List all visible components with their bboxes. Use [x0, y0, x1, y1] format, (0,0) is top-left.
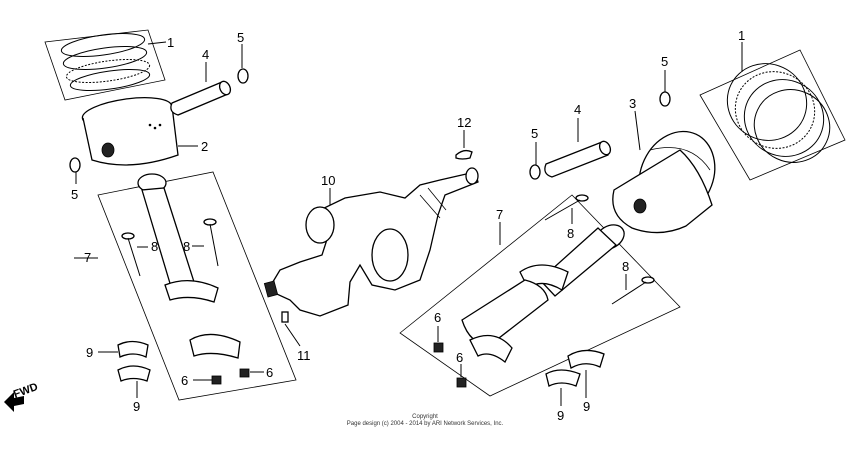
- callout-rod-right: 7: [496, 207, 503, 222]
- callout-crankshaft: 10: [321, 173, 335, 188]
- rod-nut-left-a[interactable]: [211, 375, 222, 385]
- callout-rod-left: 7: [84, 250, 91, 265]
- crankshaft[interactable]: [263, 167, 479, 317]
- piston-right[interactable]: [612, 119, 729, 234]
- rod-nut-right-a[interactable]: [433, 342, 444, 353]
- callout-bolt-left-b: 8: [183, 239, 190, 254]
- clip-right-top[interactable]: [659, 91, 671, 107]
- piston-left[interactable]: [81, 93, 179, 166]
- bearing-right-a[interactable]: [545, 369, 581, 387]
- rod-bolt-right-a[interactable]: [544, 194, 589, 221]
- callout-bolt-right-a: 8: [567, 226, 574, 241]
- callout-clip-right-mid: 5: [531, 126, 538, 141]
- rod-assembly-right-box: [399, 194, 681, 397]
- callout-piston-left: 2: [201, 139, 208, 154]
- rod-bolt-right-b[interactable]: [611, 276, 655, 305]
- fwd-arrow-icon: [4, 392, 24, 412]
- callout-nut-right-b: 6: [456, 350, 463, 365]
- piston-rings-left[interactable]: [44, 29, 166, 101]
- rod-bolt-left-b[interactable]: [203, 218, 219, 267]
- connecting-rod-right[interactable]: [461, 220, 628, 364]
- copyright-label: Copyright: [412, 414, 438, 420]
- callout-bearing-left-b: 9: [133, 399, 140, 414]
- bearing-right-b[interactable]: [567, 349, 605, 369]
- callout-pin-small: 11: [297, 348, 311, 363]
- bearing-left-b[interactable]: [117, 365, 151, 382]
- callout-rings-left: 1: [167, 35, 174, 50]
- rod-nut-right-b[interactable]: [456, 377, 467, 388]
- callout-bolt-left-a: 8: [151, 239, 158, 254]
- rod-bolt-left-a[interactable]: [121, 232, 141, 277]
- callout-clip-right-top: 5: [661, 54, 668, 69]
- piston-pin-right[interactable]: [544, 140, 613, 178]
- callout-bearing-right-a: 9: [557, 408, 564, 423]
- callout-clip-left: 5: [71, 187, 78, 202]
- callout-pin-right: 4: [574, 102, 581, 117]
- bearing-left-a[interactable]: [117, 340, 149, 358]
- clip-top-left[interactable]: [237, 68, 249, 84]
- clip-left[interactable]: [69, 157, 81, 173]
- dowel-pin[interactable]: [281, 311, 289, 323]
- rod-assembly-left-box: [97, 171, 297, 401]
- rod-nut-left-b[interactable]: [239, 368, 250, 378]
- callout-bearing-right-b: 9: [583, 399, 590, 414]
- connecting-rod-left[interactable]: [137, 173, 241, 359]
- callout-piston-right: 3: [629, 96, 636, 111]
- callout-key: 12: [457, 115, 471, 130]
- piston-rings-right[interactable]: [699, 49, 846, 181]
- piston-pin-left[interactable]: [170, 80, 233, 116]
- callout-nut-right-a: 6: [434, 310, 441, 325]
- callout-nut-left-b: 6: [266, 365, 273, 380]
- callout-nut-left-a: 6: [181, 373, 188, 388]
- callout-rings-right: 1: [738, 28, 745, 43]
- callout-bearing-left-a: 9: [86, 345, 93, 360]
- callout-pin-left: 4: [202, 47, 209, 62]
- clip-right-mid[interactable]: [529, 164, 541, 180]
- woodruff-key[interactable]: [455, 149, 473, 160]
- callout-clip-top-left: 5: [237, 30, 244, 45]
- fwd-label: FWD: [12, 381, 40, 401]
- callout-bolt-right-b: 8: [622, 259, 629, 274]
- copyright-notice: Page design (c) 2004 - 2014 by ARI Netwo…: [346, 421, 504, 427]
